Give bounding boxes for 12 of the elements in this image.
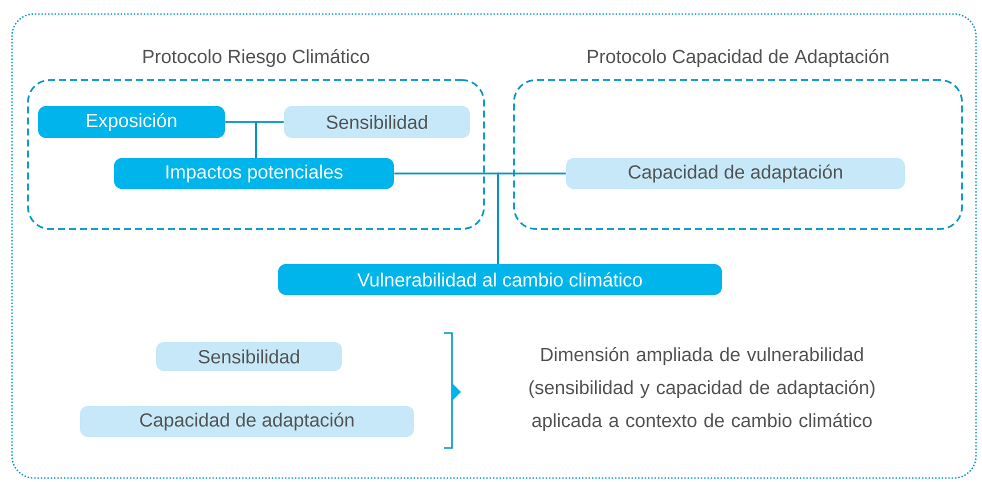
connector-line	[255, 121, 284, 158]
process-box: Exposición	[38, 106, 225, 138]
process-box: Impactos potenciales	[114, 158, 394, 189]
factor-box: Capacidad de adaptación	[80, 406, 414, 437]
factor-box: Capacidad de adaptación	[566, 158, 905, 189]
group-heading: Protocolo Riesgo Climático	[144, 49, 370, 67]
connector-line	[497, 172, 566, 264]
factor-box: Sensibilidad	[156, 342, 342, 371]
note-text: Dimensión ampliada de vulnerabilidad (sensibilidad y capacidad de adaptación) aplicada a contexto de cambio climático	[529, 347, 874, 431]
group-heading: Protocolo Capacidad de Adaptación	[588, 49, 888, 67]
factor-box: Sensibilidad	[284, 106, 470, 138]
process-box: Vulnerabilidad al cambio climático	[278, 264, 722, 295]
